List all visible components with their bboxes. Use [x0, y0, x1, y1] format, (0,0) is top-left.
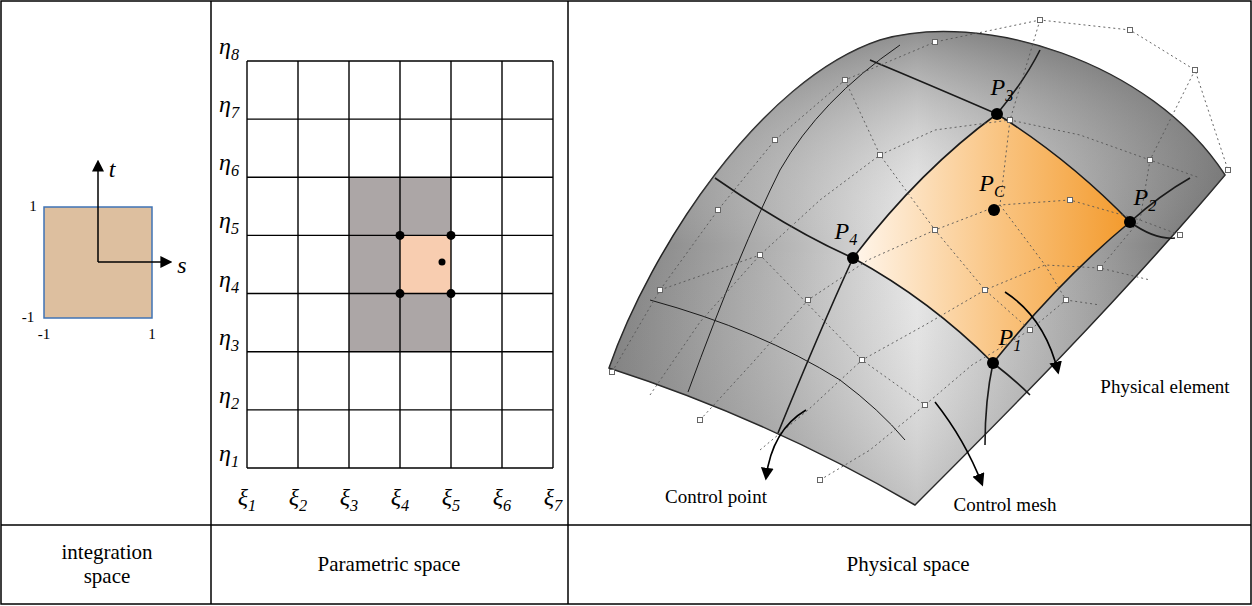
- symbol-subscript: 2: [1148, 196, 1156, 215]
- knot-eta: η2: [219, 382, 239, 413]
- knot-xi: ξ5: [442, 484, 460, 515]
- point-label: PC: [979, 170, 1005, 201]
- point-label: P3: [991, 74, 1014, 105]
- knot-xi: ξ6: [493, 484, 511, 515]
- symbol-subscript: 4: [849, 230, 857, 249]
- symbol-subscript: 6: [503, 496, 511, 515]
- symbol-base: η: [219, 266, 231, 292]
- nurbs-surface: [609, 18, 1231, 506]
- knot-xi: ξ2: [289, 484, 307, 515]
- symbol-subscript: C: [994, 182, 1005, 201]
- knot-eta: η1: [219, 440, 239, 471]
- symbol-base: η: [219, 33, 231, 59]
- symbol-base: ξ: [391, 484, 401, 510]
- knot-xi: ξ3: [340, 484, 358, 515]
- tick-value: 1: [148, 326, 156, 343]
- knot-xi: ξ1: [238, 484, 256, 515]
- symbol-subscript: 5: [231, 219, 239, 238]
- point-label: P1: [999, 324, 1022, 355]
- column-caption: Parametric space: [318, 552, 461, 576]
- symbol-subscript: 1: [1013, 336, 1021, 355]
- symbol-base: ξ: [493, 484, 503, 510]
- symbol-subscript: 3: [350, 496, 358, 515]
- symbol-subscript: 1: [248, 496, 256, 515]
- knot-xi: ξ4: [391, 484, 409, 515]
- symbol-base: η: [219, 324, 231, 350]
- integration-square: [44, 162, 170, 318]
- symbol-base: η: [219, 150, 231, 176]
- knot-grid: [247, 61, 553, 468]
- symbol-base: ξ: [340, 484, 350, 510]
- symbol-subscript: 6: [231, 161, 239, 180]
- leader-arrows: [766, 292, 1058, 484]
- symbol-subscript: 7: [554, 496, 562, 515]
- knot-eta: η3: [219, 324, 239, 355]
- symbol-base: η: [219, 440, 231, 466]
- symbol-subscript: 3: [231, 336, 239, 355]
- callout-label: Physical element: [1100, 376, 1229, 398]
- symbol-base: P: [835, 218, 850, 244]
- knot-xi: ξ7: [544, 484, 562, 515]
- symbol-base: P: [999, 324, 1014, 350]
- symbol-subscript: 7: [231, 103, 239, 122]
- point-label: P4: [835, 218, 858, 249]
- symbol-subscript: 2: [231, 394, 239, 413]
- callout-label: Control point: [665, 486, 767, 508]
- tick-value: -1: [38, 326, 51, 343]
- symbol-subscript: 5: [452, 496, 460, 515]
- knot-eta: η5: [219, 208, 239, 239]
- symbol-subscript: 4: [401, 496, 409, 515]
- symbol-subscript: 4: [231, 278, 239, 297]
- callout-label: Control mesh: [954, 494, 1057, 516]
- symbol-base: η: [219, 91, 231, 117]
- symbol-base: η: [219, 382, 231, 408]
- knot-eta: η7: [219, 91, 239, 122]
- symbol-base: ξ: [289, 484, 299, 510]
- symbol-base: η: [219, 208, 231, 234]
- knot-eta: η6: [219, 150, 239, 181]
- tick-value: -1: [22, 309, 35, 326]
- column-caption: integration space: [47, 540, 167, 588]
- symbol-subscript: 8: [231, 45, 239, 64]
- symbol-base: P: [979, 170, 994, 196]
- symbol-subscript: 2: [299, 496, 307, 515]
- symbol-base: ξ: [544, 484, 554, 510]
- symbol-base: P: [991, 74, 1006, 100]
- symbol-base: P: [1134, 184, 1149, 210]
- knot-eta: η4: [219, 266, 239, 297]
- symbol-base: ξ: [238, 484, 248, 510]
- knot-eta: η8: [219, 33, 239, 64]
- tick-value: 1: [29, 198, 37, 215]
- axis-label: s: [177, 252, 186, 280]
- symbol-subscript: 1: [231, 452, 239, 471]
- axis-label: t: [109, 156, 116, 184]
- column-caption: Physical space: [846, 552, 969, 576]
- symbol-subscript: 3: [1005, 86, 1013, 105]
- point-label: P2: [1134, 184, 1157, 215]
- symbol-base: ξ: [442, 484, 452, 510]
